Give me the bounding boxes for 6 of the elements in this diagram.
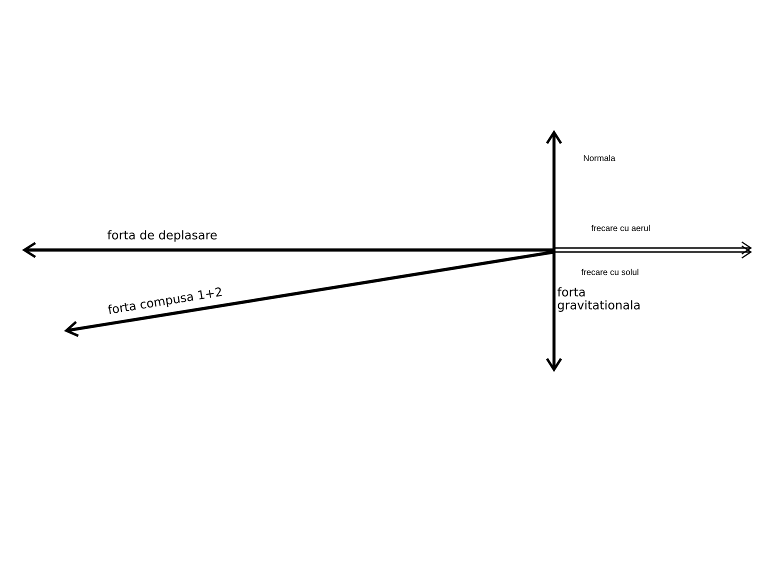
force-label: forta gravitationala	[558, 287, 640, 312]
force-label: forta compusa 1+2	[108, 287, 222, 314]
force-label: forta de deplasare	[107, 230, 217, 242]
force-label: frecare cu solul	[581, 268, 638, 276]
force-label: Normala	[584, 154, 616, 162]
force-label: frecare cu aerul	[591, 224, 650, 232]
